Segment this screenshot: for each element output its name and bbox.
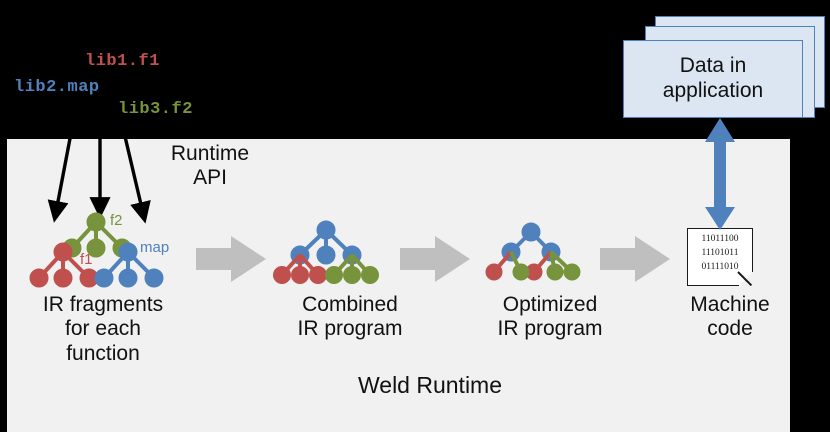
library-label-lib1: lib1.f1 bbox=[85, 52, 160, 71]
stage-caption-optimized: Optimized IR program bbox=[497, 293, 603, 341]
data-box-label: Data in application bbox=[662, 54, 764, 102]
machine-code-bits: 11011100 11101011 01111010 bbox=[701, 234, 739, 272]
machine-code-document: 11011100 11101011 01111010 bbox=[687, 228, 753, 286]
library-label-lib2: lib2.map bbox=[14, 78, 100, 97]
library-label-lib3: lib3.f2 bbox=[118, 100, 193, 119]
stage-caption-fragments: IR fragments for each function bbox=[42, 293, 164, 365]
stage-caption-combined: Combined IR program bbox=[297, 293, 403, 341]
weld-runtime-label: Weld Runtime bbox=[357, 372, 503, 398]
data-box-front: Data in application bbox=[623, 40, 803, 118]
stage-caption-machine-code: Machine code bbox=[690, 293, 770, 341]
runtime-api-label: Runtime API bbox=[170, 142, 250, 190]
